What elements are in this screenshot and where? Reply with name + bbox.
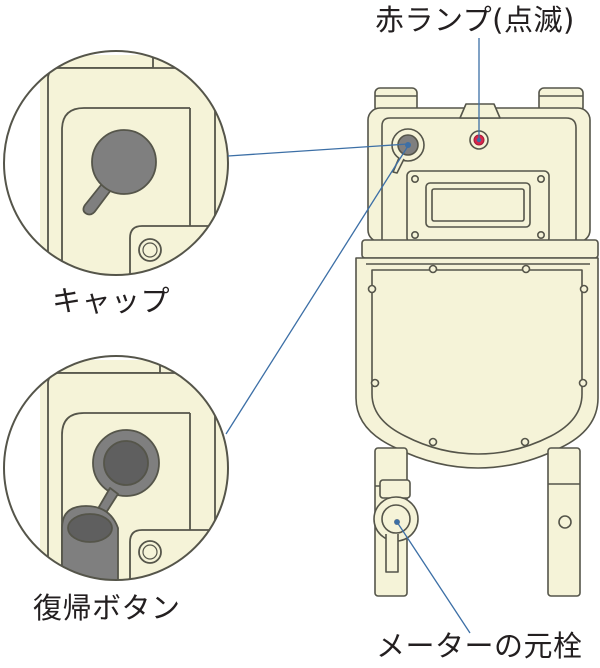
reset-button-label: 復帰ボタン	[33, 591, 181, 625]
meter-display-inner	[431, 188, 525, 222]
gas-meter	[355, 87, 599, 597]
cap-zoom-circle	[3, 50, 229, 276]
leader-line-main-valve	[396, 521, 471, 634]
meter-lamp-housing	[459, 103, 501, 119]
meter-outlet-pipe	[547, 447, 581, 597]
cap-zoom-cap	[82, 129, 157, 216]
meter-display-window	[425, 182, 531, 228]
reset-button-zoom-circle	[3, 355, 229, 581]
meter-lower-body	[355, 257, 599, 469]
meter-middle-band	[361, 239, 599, 259]
meter-top-post-left	[374, 87, 418, 113]
leader-line-reset-button	[225, 145, 409, 435]
meter-lower-inner	[371, 269, 583, 455]
main-valve-label: メーターの元栓	[376, 629, 583, 663]
leader-line-cap	[227, 143, 409, 157]
reset-button	[92, 429, 160, 497]
main-valve[interactable]	[373, 479, 419, 573]
red-lamp-label: 赤ランプ(点滅)	[375, 3, 575, 37]
meter-top-post-right	[538, 87, 584, 113]
cap-label: キャップ	[52, 284, 171, 318]
